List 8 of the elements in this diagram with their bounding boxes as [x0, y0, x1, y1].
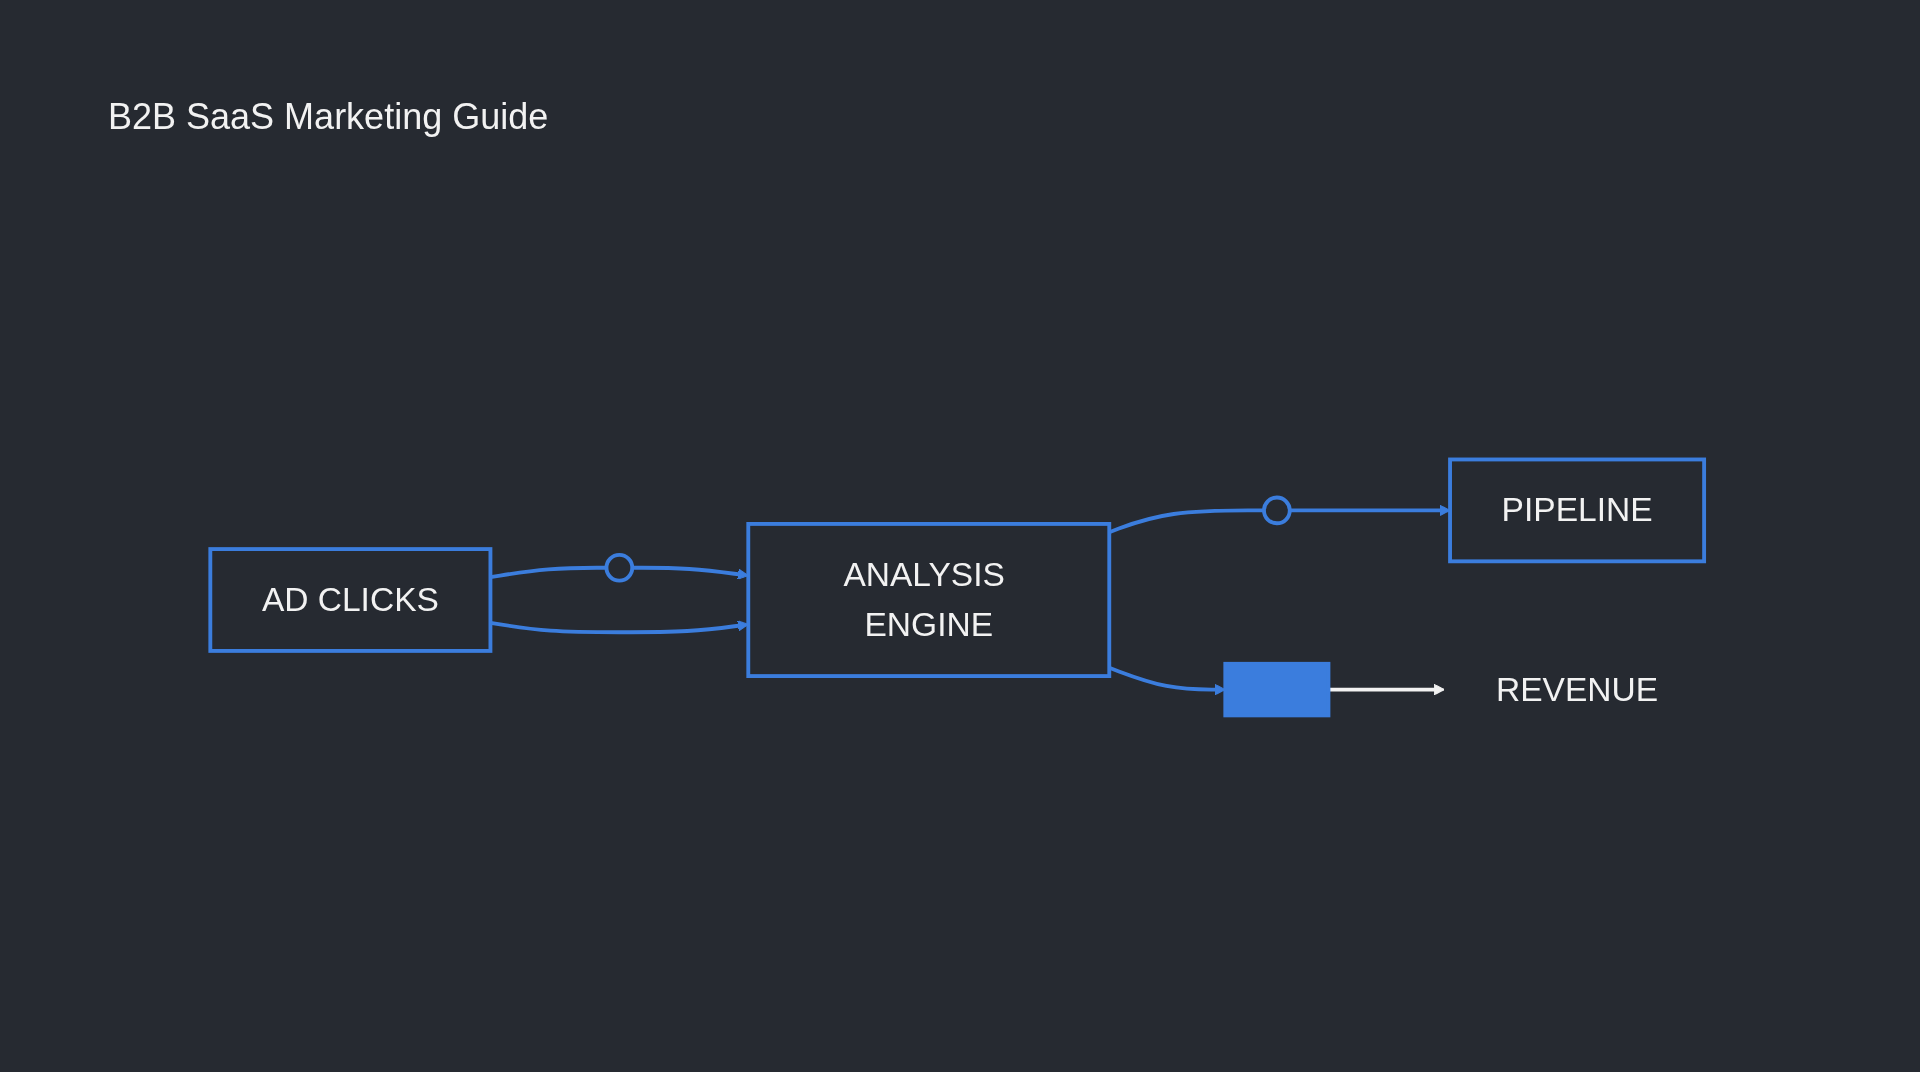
node-bar [1223, 661, 1331, 718]
node-box: AD CLICKS [208, 547, 493, 653]
node-box: PIPELINE [1448, 457, 1707, 564]
node-text: REVENUE [1496, 669, 1659, 709]
title: B2B SaaS Marketing Guide [108, 96, 549, 138]
node-circle [1262, 495, 1292, 526]
node-box: ANALYSIS ENGINE [746, 522, 1112, 678]
node-circle [604, 552, 635, 583]
